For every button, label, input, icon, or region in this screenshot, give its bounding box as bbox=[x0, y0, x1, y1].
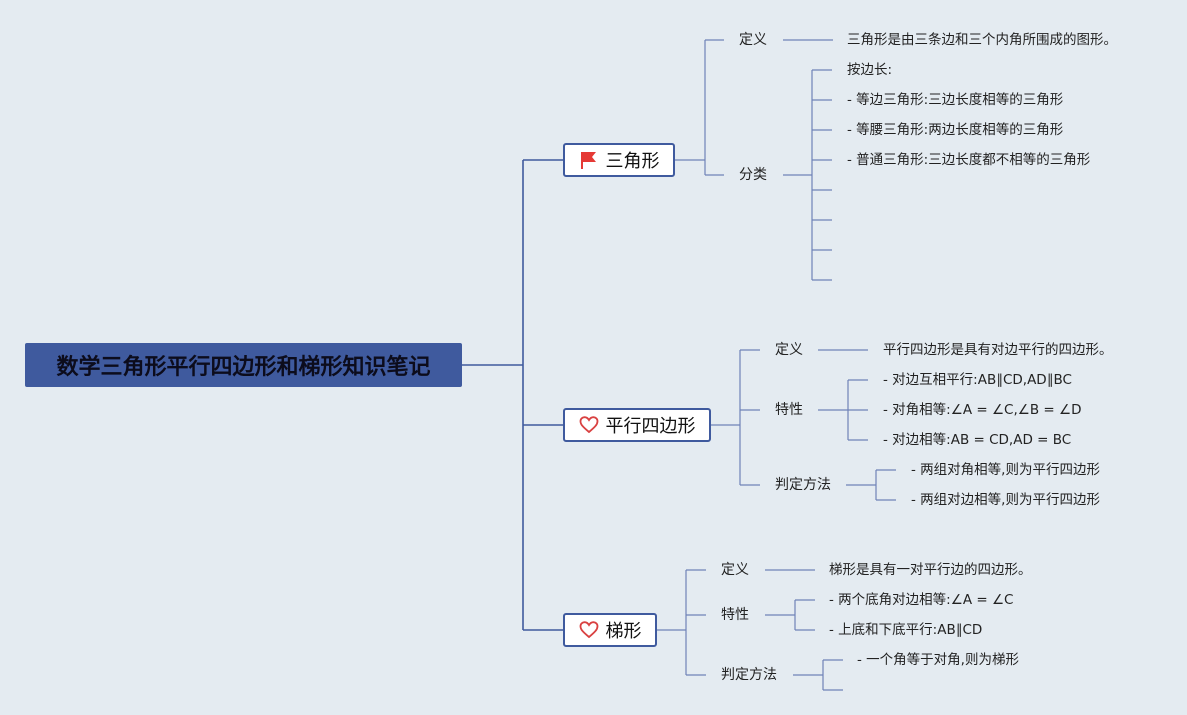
triangle-class-item[interactable]: - 等腰三角形:两边长度相等的三角形 bbox=[843, 121, 1068, 139]
triangle-class-item[interactable]: 按边长: bbox=[843, 61, 897, 79]
red-flag-icon bbox=[580, 152, 596, 169]
trapezoid-definition-text[interactable]: 梯形是具有一对平行边的四边形。 bbox=[825, 561, 1036, 579]
parallelogram-property-item[interactable]: - 对边互相平行:AB∥CD,AD∥BC bbox=[879, 371, 1076, 389]
parallelogram-property-item[interactable]: - 对角相等:∠A = ∠C,∠B = ∠D bbox=[879, 401, 1086, 419]
parallelogram-definition-label[interactable]: 定义 bbox=[771, 341, 807, 359]
branch-parallelogram-title: 平行四边形 bbox=[605, 416, 696, 437]
root-title: 数学三角形平行四边形和梯形知识笔记 bbox=[56, 355, 431, 380]
root-topic[interactable]: 数学三角形平行四边形和梯形知识笔记 bbox=[25, 343, 462, 387]
trapezoid-property-item[interactable]: - 上底和下底平行:AB∥CD bbox=[825, 621, 987, 639]
branch-triangle-title: 三角形 bbox=[605, 151, 660, 172]
trapezoid-properties-label[interactable]: 特性 bbox=[717, 606, 753, 624]
parallelogram-property-item[interactable]: - 对边相等:AB = CD,AD = BC bbox=[879, 431, 1076, 449]
parallelogram-criteria-label[interactable]: 判定方法 bbox=[771, 476, 835, 494]
parallelogram-definition-text[interactable]: 平行四边形是具有对边平行的四边形。 bbox=[879, 341, 1117, 359]
triangle-class-item[interactable]: - 普通三角形:三边长度都不相等的三角形 bbox=[843, 151, 1095, 169]
heart-icon bbox=[579, 621, 598, 639]
branch-trapezoid[interactable]: 梯形 bbox=[563, 613, 657, 647]
branch-parallelogram[interactable]: 平行四边形 bbox=[563, 408, 711, 442]
trapezoid-definition-label[interactable]: 定义 bbox=[717, 561, 753, 579]
trapezoid-property-item[interactable]: - 两个底角对边相等:∠A = ∠C bbox=[825, 591, 1018, 609]
triangle-class-item[interactable]: - 等边三角形:三边长度相等的三角形 bbox=[843, 91, 1068, 109]
parallelogram-criteria-item[interactable]: - 两组对边相等,则为平行四边形 bbox=[907, 491, 1104, 509]
triangle-definition-label[interactable]: 定义 bbox=[735, 31, 771, 49]
trapezoid-criteria-label[interactable]: 判定方法 bbox=[717, 666, 781, 684]
parallelogram-properties-label[interactable]: 特性 bbox=[771, 401, 807, 419]
parallelogram-criteria-item[interactable]: - 两组对角相等,则为平行四边形 bbox=[907, 461, 1104, 479]
heart-icon bbox=[579, 416, 598, 434]
branch-trapezoid-title: 梯形 bbox=[605, 621, 642, 642]
triangle-definition-text[interactable]: 三角形是由三条边和三个内角所围成的图形。 bbox=[843, 31, 1121, 49]
triangle-classification-label[interactable]: 分类 bbox=[735, 166, 771, 184]
trapezoid-criteria-item[interactable]: - 一个角等于对角,则为梯形 bbox=[853, 651, 1023, 669]
branch-triangle[interactable]: 三角形 bbox=[563, 143, 675, 177]
